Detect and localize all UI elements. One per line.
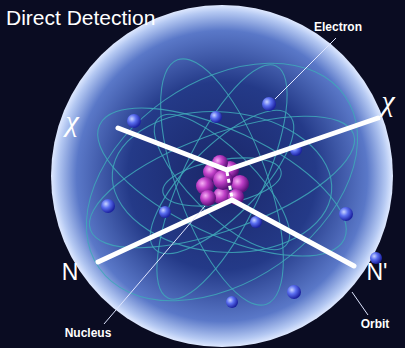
particle-label: χ: [381, 84, 394, 117]
particle-label: N': [366, 260, 387, 285]
electron-dot: [210, 111, 222, 123]
callout-label: Orbit: [361, 318, 390, 331]
electron-dot: [226, 296, 238, 308]
leader-line: [104, 206, 205, 324]
orbit-ellipse: [78, 78, 367, 286]
outgoing-nucleus-line: [232, 200, 354, 266]
electron-dot: [159, 206, 171, 218]
orbits: [42, 14, 402, 348]
orbit-ellipse: [135, 44, 308, 319]
leader-lines: [104, 38, 368, 324]
electron-dot: [127, 114, 141, 128]
electron-dot: [339, 207, 353, 221]
electron-dot: [262, 97, 276, 111]
orbit-ellipse: [42, 14, 402, 348]
leader-line: [352, 292, 368, 315]
callout-label: Nucleus: [65, 327, 112, 340]
orbit-ellipse: [74, 89, 370, 275]
nucleon: [200, 190, 216, 206]
callout-label: Electron: [314, 21, 362, 34]
leader-line: [275, 38, 336, 99]
electron-dot: [101, 199, 115, 213]
atom-sphere: [51, 5, 393, 347]
diagram-title: Direct Detection: [6, 6, 155, 29]
electrons: [101, 97, 382, 308]
particle-label: χ: [65, 104, 78, 137]
electron-dot: [287, 285, 301, 299]
exchange-line: [227, 172, 232, 198]
particle-label: N: [62, 260, 79, 285]
scattering-lines: [98, 118, 378, 266]
orbit-ellipse: [136, 96, 309, 269]
orbit-ellipse: [130, 90, 314, 274]
incoming-chi-line: [118, 128, 227, 170]
outgoing-chi-line: [227, 118, 378, 170]
